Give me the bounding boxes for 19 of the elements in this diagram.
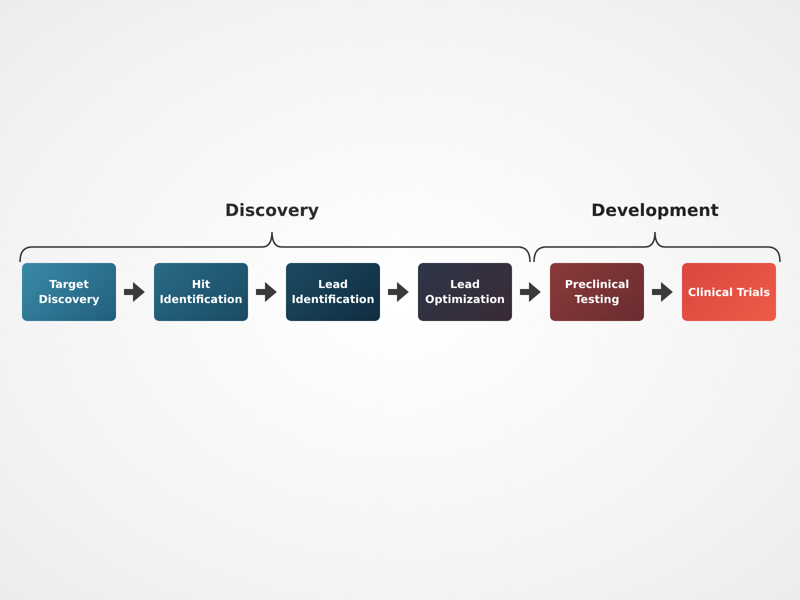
process-box xyxy=(154,263,248,321)
step-label: Clinical Trials xyxy=(688,284,770,300)
arrow xyxy=(388,282,409,302)
phase-label: Development xyxy=(591,201,719,221)
process-box xyxy=(550,263,644,321)
step-label: Hit Identification xyxy=(158,277,244,307)
process-box xyxy=(682,263,776,321)
step-label: Preclinical Testing xyxy=(564,277,630,307)
process-box xyxy=(286,263,380,321)
arrow xyxy=(256,282,277,302)
process-box xyxy=(418,263,512,321)
step-label: Lead Optimization xyxy=(424,277,506,307)
arrow xyxy=(520,282,541,302)
step-label: Lead Identification xyxy=(290,277,376,307)
process-box xyxy=(22,263,116,321)
phase-label: Discovery xyxy=(225,201,319,221)
step-label: Target Discovery xyxy=(38,277,100,307)
arrow xyxy=(652,282,673,302)
arrow xyxy=(124,282,145,302)
